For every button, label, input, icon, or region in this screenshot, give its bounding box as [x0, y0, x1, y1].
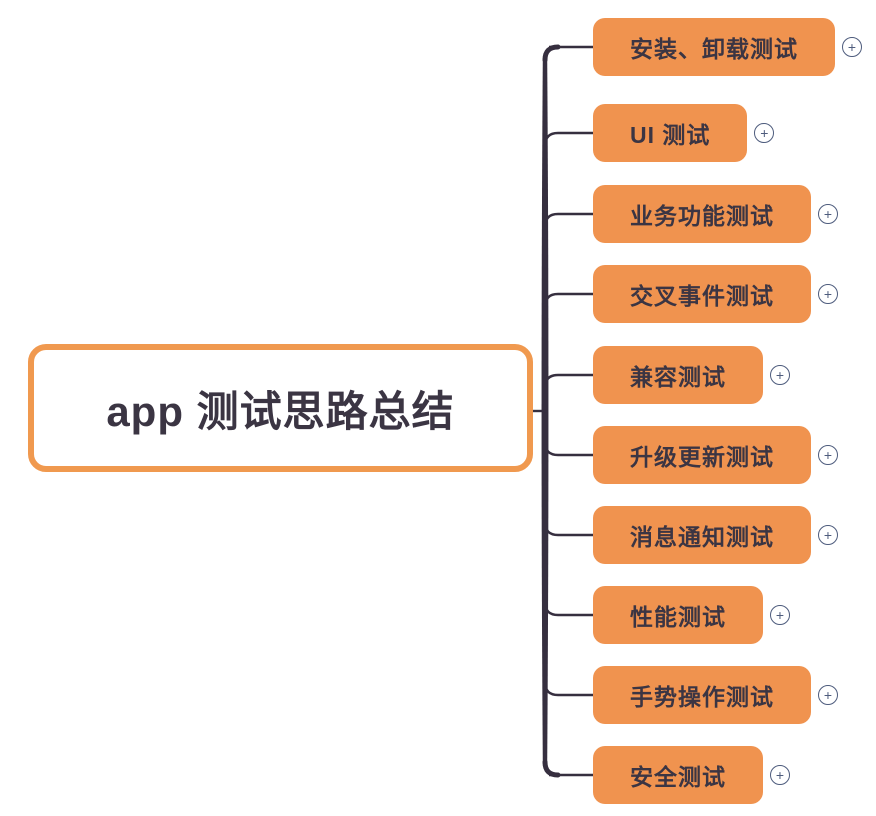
plus-glyph: +: [823, 446, 833, 463]
plus-circle-icon[interactable]: +: [842, 37, 862, 57]
trunk-line: [541, 58, 549, 764]
node-gesture-operation-test[interactable]: 手势操作测试: [593, 666, 811, 724]
node-label: 安装、卸载测试: [630, 36, 798, 62]
branch-item: UI 测试 +: [593, 104, 775, 162]
node-label: 兼容测试: [630, 364, 726, 390]
branch-line-8: [543, 681, 593, 697]
branch-line-7: [543, 601, 593, 617]
branch-item: 交叉事件测试 +: [593, 265, 838, 323]
node-performance-test[interactable]: 性能测试: [593, 586, 763, 644]
node-install-uninstall-test[interactable]: 安装、卸载测试: [593, 18, 835, 76]
plus-glyph: +: [775, 366, 785, 383]
branch-item: 手势操作测试 +: [593, 666, 838, 724]
node-label: UI 测试: [630, 122, 711, 148]
plus-glyph: +: [760, 124, 769, 141]
plus-circle-icon[interactable]: +: [818, 525, 838, 545]
plus-circle-icon[interactable]: +: [754, 123, 775, 143]
node-business-function-test[interactable]: 业务功能测试: [593, 185, 811, 243]
branch-line-2: [543, 212, 593, 228]
plus-glyph: +: [823, 285, 833, 302]
node-label: 升级更新测试: [630, 444, 774, 470]
node-label: 业务功能测试: [630, 203, 774, 229]
plus-circle-icon[interactable]: +: [818, 204, 838, 224]
branch-item: 升级更新测试 +: [593, 426, 838, 484]
node-security-test[interactable]: 安全测试: [593, 746, 763, 804]
plus-circle-icon[interactable]: +: [818, 685, 838, 705]
trunk-bottom-curve: [542, 759, 561, 778]
plus-glyph: +: [847, 38, 857, 55]
node-label: 手势操作测试: [630, 684, 774, 710]
node-upgrade-update-test[interactable]: 升级更新测试: [593, 426, 811, 484]
node-label: 性能测试: [630, 604, 726, 630]
node-compatibility-test[interactable]: 兼容测试: [593, 346, 763, 404]
branch-line-4: [543, 373, 593, 389]
branch-line-3: [543, 292, 593, 308]
node-message-notification-test[interactable]: 消息通知测试: [593, 506, 811, 564]
plus-circle-icon[interactable]: +: [818, 445, 838, 465]
plus-glyph: +: [775, 606, 785, 623]
branch-item: 业务功能测试 +: [593, 185, 838, 243]
node-cross-event-test[interactable]: 交叉事件测试: [593, 265, 811, 323]
plus-glyph: +: [823, 205, 833, 222]
branch-line-1: [543, 131, 593, 147]
node-ui-test[interactable]: UI 测试: [593, 104, 748, 162]
plus-circle-icon[interactable]: +: [770, 605, 790, 625]
plus-circle-icon[interactable]: +: [818, 284, 838, 304]
branch-line-5: [543, 441, 593, 457]
branch-item: 兼容测试 +: [593, 346, 790, 404]
plus-glyph: +: [823, 686, 833, 703]
plus-glyph: +: [823, 526, 833, 543]
plus-circle-icon[interactable]: +: [770, 365, 790, 385]
branch-line-6: [543, 521, 593, 537]
branch-item: 性能测试 +: [593, 586, 790, 644]
branch-item: 安全测试 +: [593, 746, 790, 804]
node-label: 消息通知测试: [630, 524, 774, 550]
node-label: 交叉事件测试: [630, 283, 774, 309]
node-label: 安全测试: [630, 764, 726, 790]
root-node-label: app 测试思路总结: [106, 387, 455, 435]
branch-item: 消息通知测试 +: [593, 506, 838, 564]
branch-item: 安装、卸载测试 +: [593, 18, 862, 76]
plus-glyph: +: [775, 766, 785, 783]
plus-circle-icon[interactable]: +: [770, 765, 790, 785]
trunk-top-curve: [542, 44, 561, 63]
root-node[interactable]: app 测试思路总结: [28, 344, 533, 472]
